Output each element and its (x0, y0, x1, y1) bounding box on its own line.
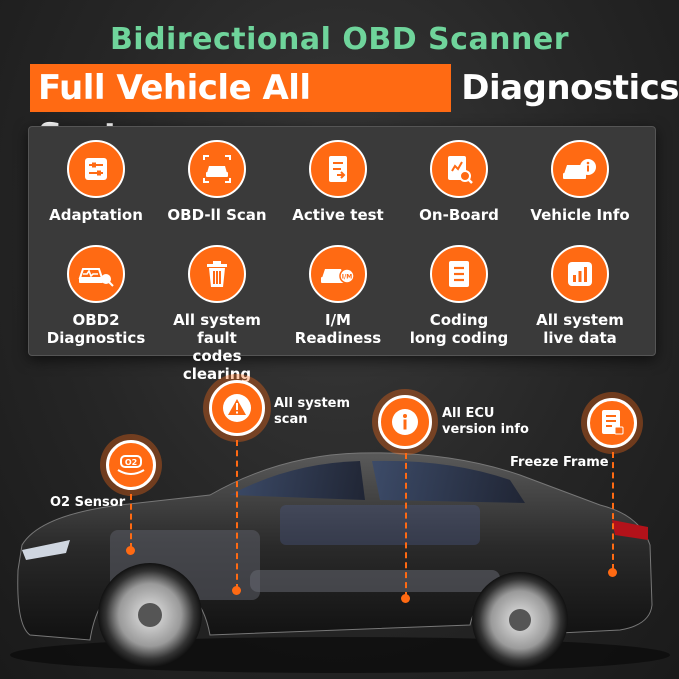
scan-pointer-line (236, 440, 238, 590)
car-im-icon: I/M (309, 245, 367, 303)
document-arrow-icon (309, 140, 367, 198)
subtitle: Full Vehicle All System Diagnostics (30, 64, 679, 156)
car-image (10, 452, 670, 673)
car-heartbeat-icon (67, 245, 125, 303)
feature-label: I/M Readiness (294, 311, 382, 347)
sliders-icon (67, 140, 125, 198)
o2-pointer-line (130, 494, 132, 549)
ecu-version-label: All ECU version info (442, 406, 529, 437)
subtitle-highlight: Full Vehicle All System (30, 64, 452, 156)
feature-label: Active test (292, 206, 384, 224)
feature-live-data: All system live data (520, 245, 640, 347)
feature-label: All system live data (536, 311, 624, 347)
car-illustration (0, 355, 679, 679)
feature-label: OBD2 Diagnostics (46, 311, 146, 347)
freeze-frame-icon (587, 398, 637, 448)
info-icon (378, 395, 432, 449)
list-document-icon (430, 245, 488, 303)
feature-label: Vehicle Info (530, 206, 630, 224)
features-panel: Adaptation OBD-ll Scan Active test On-Bo… (28, 126, 656, 383)
main-title: Bidirectional OBD Scanner (109, 22, 570, 57)
all-system-scan-label: All system scan (274, 396, 351, 427)
car-scan-icon (188, 140, 246, 198)
feature-on-board: On-Board (399, 140, 519, 224)
o2-badge-text: O2 (125, 458, 137, 467)
feature-label: OBD-ll Scan (167, 206, 267, 224)
subtitle-rest: Diagnostics (461, 68, 679, 108)
feature-im-readiness: I/M I/M Readiness (278, 245, 398, 347)
feature-adaptation: Adaptation (36, 140, 156, 224)
o2-sensor-icon: O2 (106, 440, 156, 490)
trash-icon (188, 245, 246, 303)
warning-icon (209, 380, 265, 436)
feature-label: All system fault codes clearing (173, 311, 261, 383)
svg-text:I/M: I/M (342, 274, 352, 281)
feature-vehicle-info: Vehicle Info (520, 140, 640, 224)
feature-label: On-Board (419, 206, 499, 224)
o2-pointer-dot (126, 546, 135, 555)
freeze-pointer-dot (608, 568, 617, 577)
ecu-pointer-dot (401, 594, 410, 603)
feature-active-test: Active test (278, 140, 398, 224)
freeze-frame-label: Freeze Frame (510, 455, 609, 470)
feature-label: Adaptation (49, 206, 143, 224)
scan-pointer-dot (232, 586, 241, 595)
feature-coding: Coding long coding (399, 245, 519, 347)
o2-sensor-label: O2 Sensor (50, 495, 126, 510)
feature-label: Coding long coding (409, 311, 509, 347)
car-info-icon (551, 140, 609, 198)
bar-chart-icon (551, 245, 609, 303)
freeze-pointer-line (612, 452, 614, 570)
feature-fault-codes-clearing: All system fault codes clearing (157, 245, 277, 383)
ecu-pointer-line (405, 453, 407, 598)
feature-obd-scan: OBD-ll Scan (157, 140, 277, 224)
report-search-icon (430, 140, 488, 198)
feature-obd2-diagnostics: OBD2 Diagnostics (36, 245, 156, 347)
